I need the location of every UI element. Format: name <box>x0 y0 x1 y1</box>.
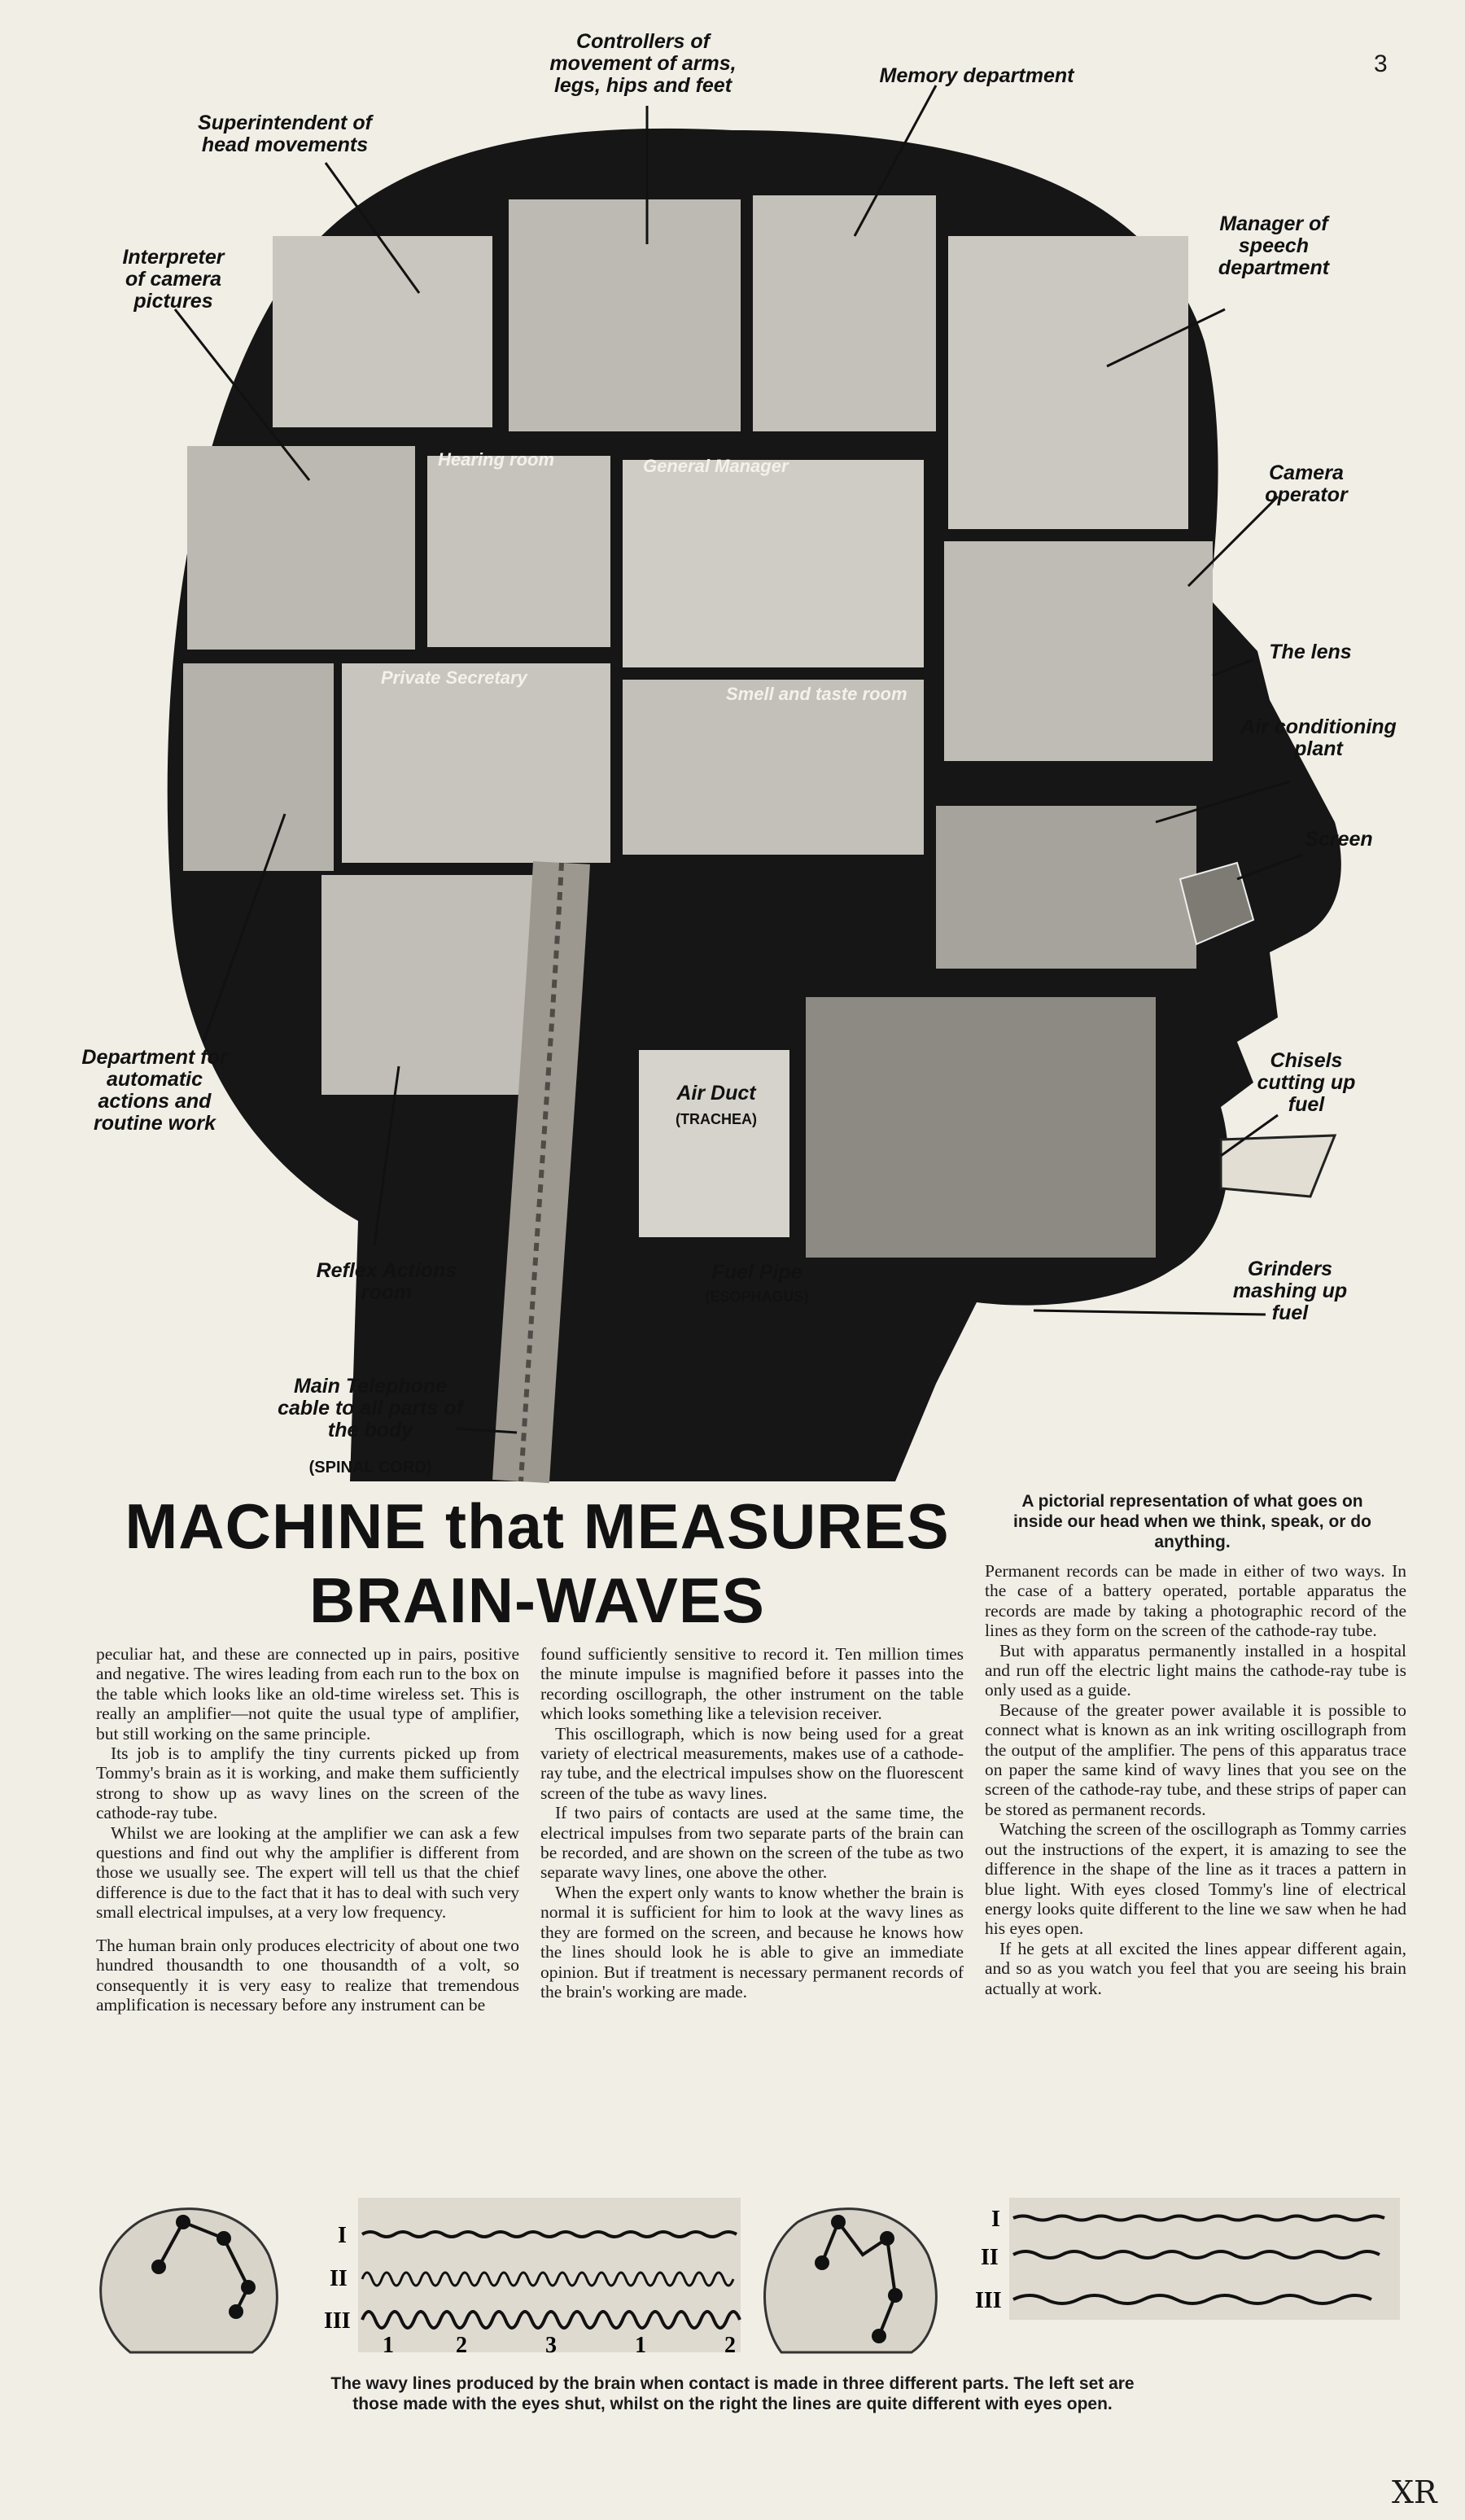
trace-label-left-2: II <box>330 2266 348 2291</box>
callout-telephone: Main Telephone cable to all parts of the… <box>278 1375 463 1442</box>
room-trachea <box>639 1050 789 1237</box>
trace-label-right-2: II <box>981 2245 999 2270</box>
illustration-caption: A pictorial representation of what goes … <box>1013 1492 1371 1551</box>
callout-memory: Memory department <box>879 64 1074 87</box>
callout-air-duct: Air Duct <box>676 1082 756 1105</box>
paragraph: found sufficiently sensitive to record i… <box>540 1644 964 1724</box>
room-air-conditioning <box>936 806 1196 969</box>
paragraph: Permanent records can be made in either … <box>985 1561 1406 1641</box>
figure-caption: The wavy lines produced by the brain whe… <box>330 2374 1135 2413</box>
room-reflex <box>321 875 553 1095</box>
room-grinders <box>806 997 1156 1258</box>
callout-esophagus: (ESOPHAGUS) <box>705 1288 809 1305</box>
callout-fuel-pipe: Fuel Pipe <box>711 1261 802 1284</box>
article-column-3: Permanent records can be made in either … <box>985 1561 1406 1998</box>
callout-air-conditioning: Air conditioning plant <box>1240 715 1397 760</box>
room-hearing <box>427 456 610 647</box>
trace-label-right-1: I <box>991 2207 1000 2232</box>
room-label-hearing: Hearing room <box>438 449 555 470</box>
room-head-movements <box>273 236 492 427</box>
head-profile-eyes-shut <box>99 2207 278 2354</box>
room-limbs <box>509 199 741 431</box>
room-camera-operator <box>944 541 1213 761</box>
paragraph: Whilst we are looking at the amplifier w… <box>96 1822 519 1923</box>
trace-number: 1 <box>635 2333 646 2358</box>
callout-superintendent: Superintendent of head movements <box>198 112 372 156</box>
room-general-manager <box>623 460 924 667</box>
page-number: 3 <box>1374 50 1388 77</box>
article-headline: MACHINE that MEASURES BRAIN-WAVES <box>90 1490 985 1638</box>
callout-automatic: Department for automatic actions and rou… <box>81 1046 228 1135</box>
trace-label-left-1: I <box>338 2223 347 2248</box>
trace-number: 2 <box>456 2333 467 2358</box>
callout-grinders: Grinders mashing up fuel <box>1232 1258 1348 1324</box>
paragraph: Its job is to amplify the tiny currents … <box>96 1743 519 1823</box>
room-private-secretary <box>342 663 610 863</box>
callout-reflex: Reflex Actions room <box>316 1259 457 1304</box>
trace-panel-eyes-open <box>1009 2198 1400 2320</box>
room-label-smell-taste: Smell and taste room <box>726 684 907 704</box>
paragraph: This oscillograph, which is now being us… <box>540 1723 964 1803</box>
paragraph: But with apparatus permanently installed… <box>985 1640 1406 1700</box>
paragraph: Watching the screen of the oscillograph … <box>985 1819 1406 1939</box>
article-column-1: peculiar hat, and these are connected up… <box>96 1644 519 2015</box>
screen-panel <box>1179 861 1255 946</box>
trace-number: 3 <box>545 2333 557 2358</box>
callout-lens: The lens <box>1269 641 1352 663</box>
head-illustration <box>167 85 1341 1484</box>
paragraph: If two pairs of contacts are used at the… <box>540 1803 964 1883</box>
trace-number: 2 <box>724 2333 736 2358</box>
paragraph: If he gets at all excited the lines appe… <box>985 1938 1406 1998</box>
callout-spinal-cord: (SPINAL CORD) <box>308 1459 432 1477</box>
head-profile-eyes-open <box>763 2207 938 2354</box>
fuel-block <box>1219 1134 1337 1198</box>
room-memory <box>753 195 936 431</box>
callout-chisels: Chisels cutting up fuel <box>1257 1049 1356 1116</box>
room-smell-taste <box>623 680 924 855</box>
paragraph: Because of the greater power available i… <box>985 1700 1406 1819</box>
article-column-2: found sufficiently sensitive to record i… <box>540 1644 964 2002</box>
paragraph: peculiar hat, and these are connected up… <box>96 1644 519 1743</box>
room-camera-interpreter <box>187 446 415 650</box>
callout-screen: Screen <box>1305 828 1373 851</box>
callout-camera-operator: Camera operator <box>1265 462 1348 506</box>
brainwave-figure: I II III 1 2 3 1 2 I II III <box>99 2198 1400 2358</box>
trace-number: 1 <box>383 2333 394 2358</box>
paragraph: When the expert only wants to know wheth… <box>540 1882 964 2002</box>
trace-label-left-3: III <box>324 2308 351 2334</box>
callout-trachea: (TRACHEA) <box>676 1111 757 1127</box>
headline-line-1: MACHINE that MEASURES <box>125 1490 950 1562</box>
callout-interpreter: Interpreter of camera pictures <box>122 246 225 313</box>
paragraph: The human brain only produces electricit… <box>96 1935 519 2015</box>
room-label-general-manager: General Manager <box>643 456 789 476</box>
callout-controllers: Controllers of movement of arms, legs, h… <box>549 30 737 97</box>
callout-speech: Manager of speech department <box>1218 212 1330 279</box>
trace-label-right-3: III <box>975 2288 1002 2313</box>
corner-mark: XR <box>1392 2474 1437 2510</box>
room-label-private-secretary: Private Secretary <box>381 667 527 688</box>
room-speech <box>948 236 1188 529</box>
headline-line-2: BRAIN-WAVES <box>309 1564 765 1636</box>
room-automatic <box>183 663 334 871</box>
trace-panel-eyes-shut <box>358 2198 741 2352</box>
